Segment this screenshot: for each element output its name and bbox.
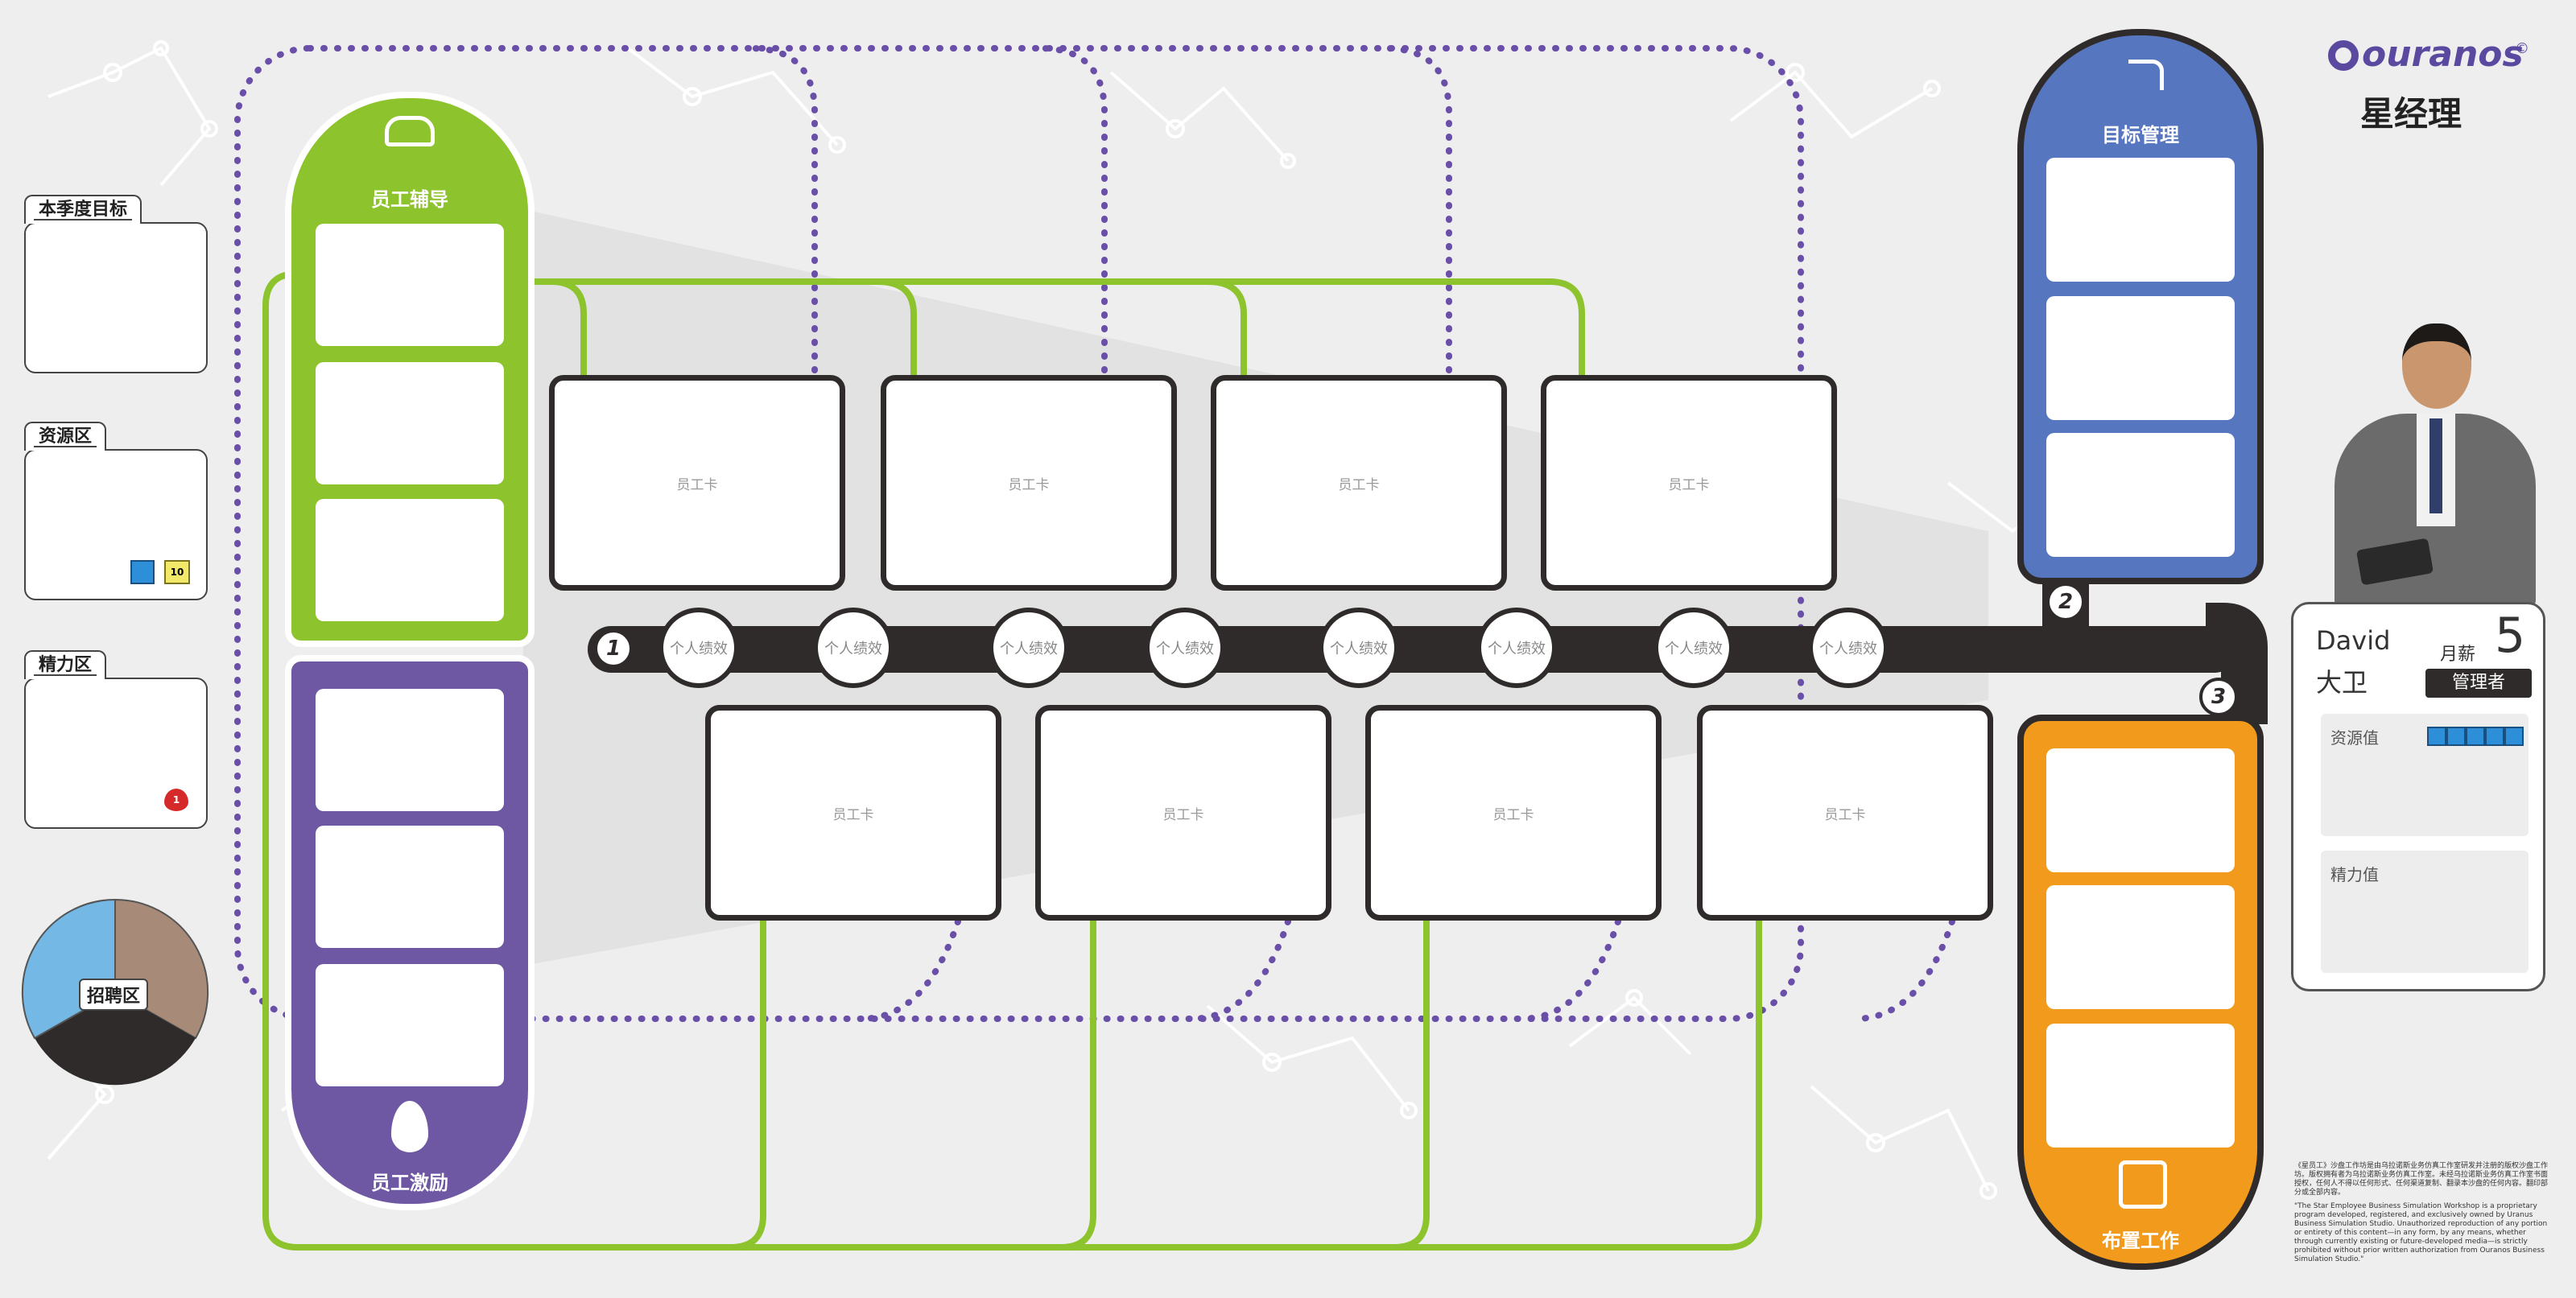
- coaching-slot[interactable]: [316, 499, 504, 621]
- employee-card-label: 员工卡: [1492, 806, 1534, 823]
- manager-name-en: David: [2316, 625, 2391, 656]
- motivation-slot[interactable]: [316, 964, 504, 1086]
- employee-card-label: 员工卡: [1162, 806, 1204, 823]
- copyright-notice: 《星员工》沙盘工作坊是由乌拉诺斯业务仿真工作室研发并注册的版权沙盘工作坊。版权拥…: [2294, 1162, 2549, 1269]
- coaching-column: 员工辅导: [285, 92, 535, 647]
- performance-token[interactable]: 个人绩效: [1319, 608, 1399, 688]
- employee-card-label: 员工卡: [1338, 476, 1380, 493]
- resource-zone[interactable]: 资源区 10: [24, 422, 208, 600]
- copyright-mark: ©: [2515, 40, 2529, 57]
- motivation-slot[interactable]: [316, 689, 504, 811]
- performance-token[interactable]: 个人绩效: [989, 608, 1069, 688]
- salary-value: 5: [2495, 608, 2526, 664]
- performance-token[interactable]: 个人绩效: [1145, 608, 1225, 688]
- energy-value-field[interactable]: 精力值: [2321, 851, 2529, 973]
- employee-card-label: 员工卡: [832, 806, 874, 823]
- motivation-title: 员工激励: [371, 1172, 448, 1194]
- step-badge-2: 2: [2046, 583, 2085, 621]
- performance-token[interactable]: 个人绩效: [658, 608, 739, 688]
- employee-card-label: 员工卡: [1668, 476, 1710, 493]
- coaching-slot[interactable]: [316, 224, 504, 346]
- resource-zone-label: 资源区: [24, 422, 107, 451]
- constellation-stars: [95, 40, 1997, 1200]
- assign-work-column: 布置工作: [2017, 715, 2264, 1270]
- resource-value-label: 资源值: [2330, 728, 2379, 748]
- brand-name: ouranos: [2362, 34, 2524, 75]
- resource-value-field[interactable]: 资源值: [2321, 714, 2529, 836]
- goal-management-column: 目标管理: [2017, 29, 2264, 584]
- quarter-goal-label: 本季度目标: [24, 195, 142, 224]
- quarter-goal-zone[interactable]: 本季度目标: [24, 195, 208, 373]
- performance-token[interactable]: 个人绩效: [1476, 608, 1557, 688]
- employee-card-slot[interactable]: 员工卡: [549, 375, 845, 591]
- yellow-cube-chip: 10: [164, 560, 190, 584]
- salary-label: 月薪: [2440, 645, 2476, 665]
- motivation-slot[interactable]: [316, 826, 504, 948]
- manager-info-card: David 大卫 月薪 5 管理者 资源值 精力值: [2291, 602, 2545, 991]
- energy-zone[interactable]: 精力区 1: [24, 650, 208, 829]
- assign-slot[interactable]: [2046, 1024, 2235, 1148]
- brand-logo: ouranos ©: [2328, 34, 2529, 82]
- employee-card-slot[interactable]: 员工卡: [1211, 375, 1507, 591]
- employee-card-label: 员工卡: [1008, 476, 1050, 493]
- resource-cube-icon: [2466, 727, 2485, 746]
- performance-token[interactable]: 个人绩效: [1808, 608, 1889, 688]
- employee-card-slot[interactable]: 员工卡: [1541, 375, 1837, 591]
- energy-value-label: 精力值: [2330, 865, 2379, 884]
- goal-slot[interactable]: [2046, 433, 2235, 557]
- checklist-icon: [2119, 1160, 2167, 1209]
- assign-work-title: 布置工作: [2102, 1230, 2179, 1252]
- flag-path-icon: [2128, 60, 2164, 90]
- employee-card-slot[interactable]: 员工卡: [1365, 705, 1662, 921]
- goal-slot[interactable]: [2046, 296, 2235, 420]
- resource-cube-icon: [2504, 727, 2524, 746]
- resource-cube-icon: [2485, 727, 2504, 746]
- role-badge: 管理者: [2425, 669, 2532, 698]
- step-badge-3: 3: [2199, 678, 2238, 716]
- goal-management-title: 目标管理: [2102, 124, 2179, 146]
- heart-chip: 1: [164, 789, 188, 811]
- manager-portrait: [2318, 319, 2552, 608]
- recruit-zone-label[interactable]: 招聘区: [79, 979, 149, 1011]
- blue-cube-icon: [130, 560, 155, 584]
- manager-head: [2402, 323, 2471, 409]
- motivation-column: 员工激励: [285, 655, 535, 1210]
- employee-card-slot[interactable]: 员工卡: [705, 705, 1001, 921]
- resource-cube-icon: [2427, 727, 2446, 746]
- copyright-en: "The Star Employee Business Simulation W…: [2294, 1202, 2548, 1263]
- coaching-slot[interactable]: [316, 362, 504, 484]
- brand-ring-icon: [2328, 40, 2359, 71]
- energy-zone-label: 精力区: [24, 650, 107, 679]
- manager-tie: [2429, 418, 2442, 513]
- brand-subtitle: 星经理: [2360, 94, 2462, 134]
- step-badge-1: 1: [594, 629, 633, 668]
- performance-token[interactable]: 个人绩效: [1653, 608, 1734, 688]
- employee-card-slot[interactable]: 员工卡: [1697, 705, 1993, 921]
- handshake-icon: [385, 116, 435, 146]
- goal-slot[interactable]: [2046, 158, 2235, 282]
- employee-card-label: 员工卡: [676, 476, 718, 493]
- resource-cube-icon: [2446, 727, 2466, 746]
- coaching-title: 员工辅导: [371, 188, 448, 211]
- assign-slot[interactable]: [2046, 748, 2235, 872]
- performance-token[interactable]: 个人绩效: [813, 608, 894, 688]
- green-links: [262, 270, 1762, 1251]
- assign-slot[interactable]: [2046, 885, 2235, 1009]
- fire-icon: [391, 1101, 428, 1152]
- employee-card-slot[interactable]: 员工卡: [881, 375, 1177, 591]
- employee-card-label: 员工卡: [1824, 806, 1866, 823]
- copyright-cn: 《星员工》沙盘工作坊是由乌拉诺斯业务仿真工作室研发并注册的版权沙盘工作坊。版权拥…: [2294, 1162, 2549, 1197]
- employee-card-slot[interactable]: 员工卡: [1035, 705, 1331, 921]
- manager-name-cn: 大卫: [2316, 667, 2368, 698]
